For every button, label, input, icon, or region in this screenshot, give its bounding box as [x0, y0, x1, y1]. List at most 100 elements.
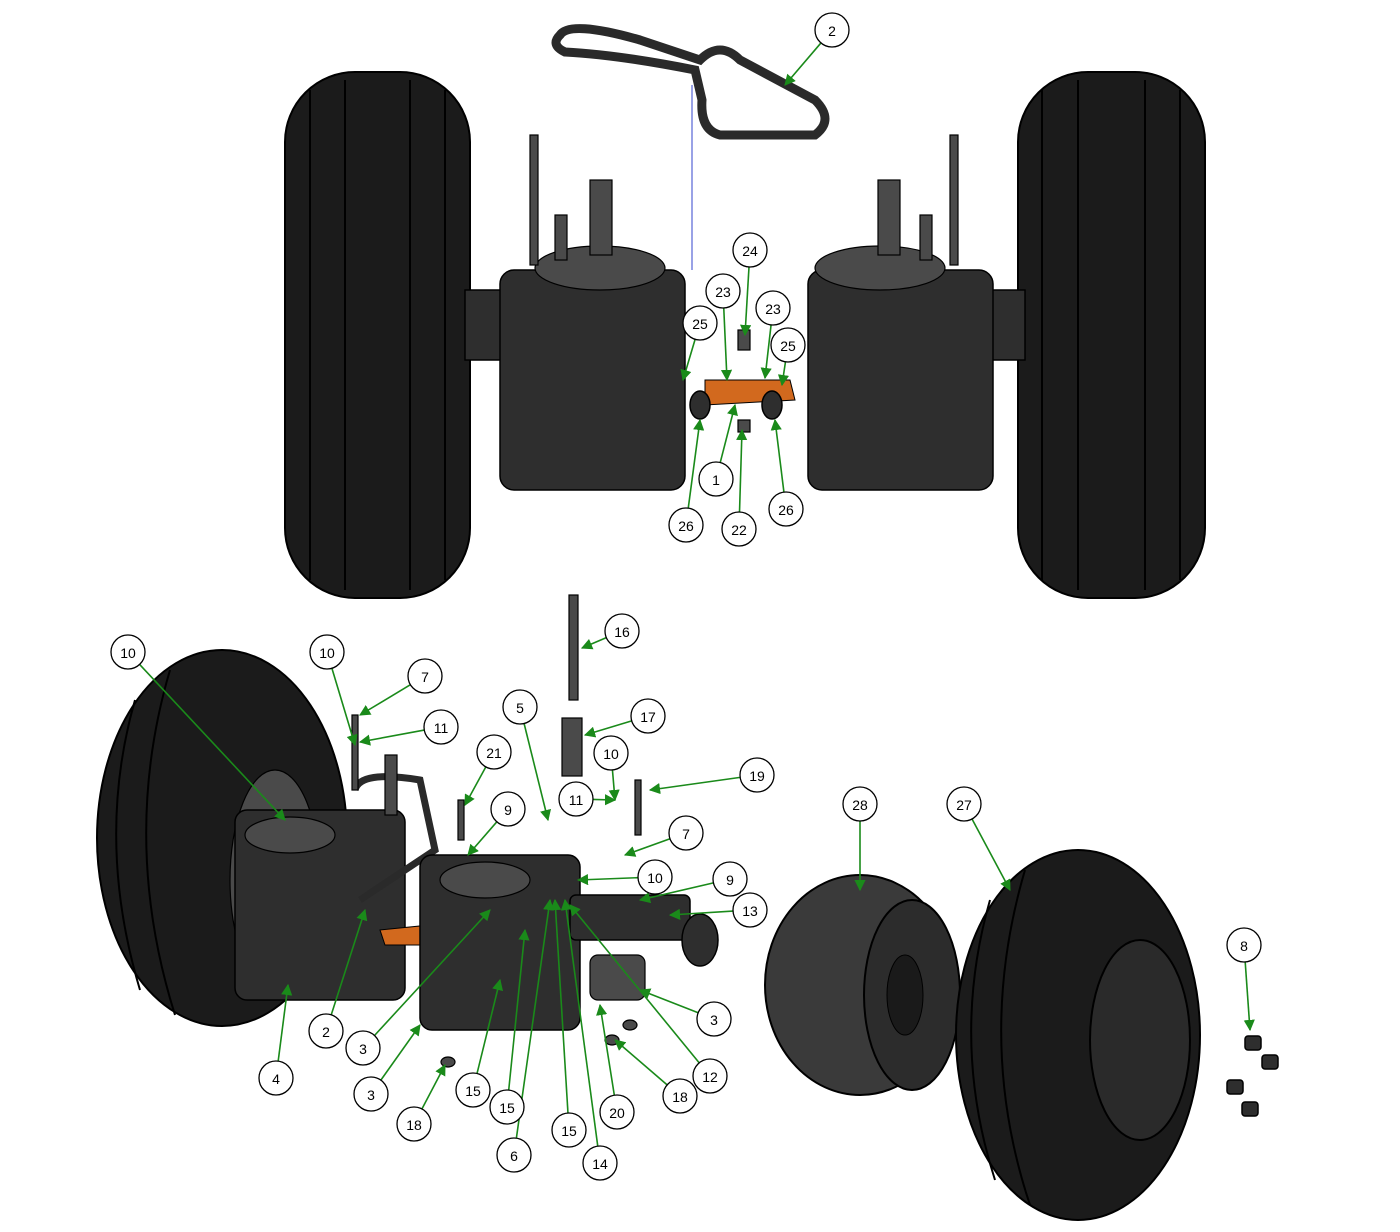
- callout-number: 20: [609, 1105, 625, 1121]
- leader-line: [464, 766, 487, 806]
- callout-circle: [712, 861, 748, 897]
- callout-10: 10: [637, 859, 673, 895]
- callout-circle: [755, 290, 791, 326]
- leader-line: [358, 729, 425, 746]
- leader-line: [467, 821, 498, 856]
- leader-line: [331, 668, 358, 747]
- callout-12: 12: [692, 1058, 728, 1094]
- leader-line: [330, 908, 368, 1016]
- callout-number: 4: [272, 1071, 280, 1087]
- callout-circle: [489, 1089, 525, 1125]
- callout-number: 11: [569, 792, 584, 808]
- callout-circle: [770, 327, 806, 363]
- leader-line: [359, 684, 411, 716]
- callout-14: 14: [582, 1145, 618, 1181]
- callout-number: 25: [692, 316, 708, 332]
- leader-line: [971, 818, 1011, 891]
- callout-2: 2: [308, 1013, 344, 1049]
- callout-circle: [110, 634, 146, 670]
- callout-circle: [1226, 927, 1262, 963]
- leader-line: [680, 339, 696, 382]
- leader-line: [277, 983, 293, 1062]
- bottom-assembly: [96, 594, 1279, 1221]
- leader-line: [560, 898, 599, 1147]
- callout-number: 11: [434, 720, 449, 736]
- callout-circle: [502, 689, 538, 725]
- callout-number: 16: [614, 624, 630, 640]
- callout-circle: [721, 511, 757, 547]
- callout-circle: [682, 305, 718, 341]
- leader-line: [777, 361, 790, 387]
- callout-circle: [353, 1076, 389, 1112]
- callout-circle: [558, 781, 594, 817]
- callout-number: 15: [465, 1083, 481, 1099]
- callout-circle: [696, 1001, 732, 1037]
- callout-circle: [668, 507, 704, 543]
- callout-circle: [698, 461, 734, 497]
- leader-line: [770, 418, 785, 493]
- callout-number: 1: [712, 472, 720, 488]
- callout-circle: [345, 1030, 381, 1066]
- callout-number: 3: [367, 1087, 375, 1103]
- callout-circle: [604, 613, 640, 649]
- callout-9: 9: [490, 791, 526, 827]
- leader-line: [1243, 961, 1255, 1032]
- callout-number: 7: [682, 826, 690, 842]
- callout-number: 6: [510, 1148, 518, 1164]
- leader-line: [583, 720, 632, 738]
- callout-number: 15: [561, 1123, 577, 1139]
- callout-16: 16: [604, 613, 640, 649]
- callout-number: 23: [715, 284, 731, 300]
- callout-circle: [423, 709, 459, 745]
- leader-line: [623, 838, 671, 857]
- callout-circle: [732, 892, 768, 928]
- callout-circle: [496, 1137, 532, 1173]
- callout-circle: [582, 1145, 618, 1181]
- callout-8: 8: [1226, 927, 1262, 963]
- callout-15: 15: [455, 1072, 491, 1108]
- callout-circle: [309, 634, 345, 670]
- callout-number: 21: [486, 745, 502, 761]
- callout-15: 15: [551, 1112, 587, 1148]
- callout-number: 24: [742, 243, 758, 259]
- callout-number: 5: [516, 700, 524, 716]
- callout-circle: [768, 491, 804, 527]
- callout-3: 3: [345, 1030, 381, 1066]
- callout-number: 10: [603, 746, 619, 762]
- callout-17: 17: [630, 698, 666, 734]
- callout-13: 13: [732, 892, 768, 928]
- leader-line: [648, 776, 741, 795]
- callout-number: 28: [852, 797, 868, 813]
- callout-number: 26: [778, 502, 794, 518]
- callout-circle: [258, 1060, 294, 1096]
- callout-circle: [842, 786, 878, 822]
- leader-line: [638, 988, 699, 1014]
- right-transaxle: [807, 269, 994, 491]
- lug-nuts: [1226, 1035, 1279, 1117]
- callout-circle: [455, 1072, 491, 1108]
- callout-number: 17: [640, 709, 656, 725]
- callout-18: 18: [396, 1106, 432, 1142]
- callout-number: 2: [322, 1024, 330, 1040]
- callout-28: 28: [842, 786, 878, 822]
- leader-line: [719, 403, 738, 463]
- callout-23: 23: [705, 273, 741, 309]
- callout-number: 2: [828, 23, 836, 39]
- callout-6: 6: [496, 1137, 532, 1173]
- callout-23: 23: [755, 290, 791, 326]
- leader-line: [373, 909, 491, 1037]
- callout-15: 15: [489, 1089, 525, 1125]
- callout-number: 18: [672, 1089, 688, 1105]
- callout-circle: [407, 658, 443, 694]
- callout-circle: [593, 735, 629, 771]
- callout-5: 5: [502, 689, 538, 725]
- callout-number: 3: [359, 1041, 367, 1057]
- leader-line: [596, 1003, 616, 1096]
- callout-circle: [732, 232, 768, 268]
- callout-number: 10: [647, 870, 663, 886]
- top-assembly: [284, 24, 1206, 599]
- leader-line: [576, 874, 639, 886]
- callout-circle: [490, 791, 526, 827]
- callout-number: 14: [592, 1156, 608, 1172]
